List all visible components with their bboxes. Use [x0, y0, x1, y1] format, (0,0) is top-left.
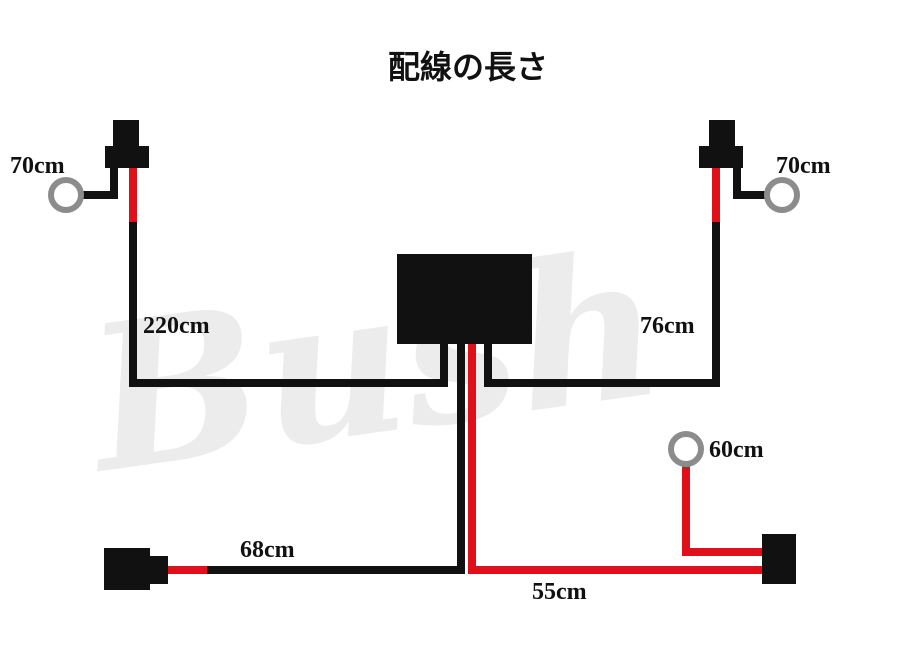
center-relay-assembly	[397, 254, 532, 574]
top-left-connector-cap	[113, 120, 139, 148]
label-bottom-right: 55cm	[532, 579, 587, 605]
label-top-right-ring: 70cm	[776, 153, 831, 179]
label-left-main: 220cm	[143, 313, 210, 339]
bottom-left-connector-body	[104, 548, 150, 590]
bottom-right-ring-terminal	[668, 431, 704, 467]
relay-box	[397, 254, 532, 344]
top-right-connector-body	[699, 146, 743, 168]
top-left-connector-body	[105, 146, 149, 168]
top-right-connector-cap	[709, 120, 735, 148]
bottom-right-connector-assembly	[468, 431, 796, 584]
top-right-ring-terminal	[764, 177, 800, 213]
label-bottom-left: 68cm	[240, 537, 295, 563]
watermark-text: Bush	[71, 206, 676, 519]
top-right-connector-assembly	[484, 120, 800, 387]
label-right-main: 76cm	[640, 313, 695, 339]
bottom-left-connector-neck	[148, 556, 168, 584]
top-left-ring-terminal	[48, 177, 84, 213]
label-bottom-right-ring: 60cm	[709, 437, 764, 463]
bottom-right-connector-body	[762, 534, 796, 584]
diagram-title: 配線の長さ	[388, 48, 548, 86]
label-top-left-ring: 70cm	[10, 153, 65, 179]
bottom-left-connector-assembly	[104, 548, 465, 590]
top-left-connector-assembly	[48, 120, 448, 387]
